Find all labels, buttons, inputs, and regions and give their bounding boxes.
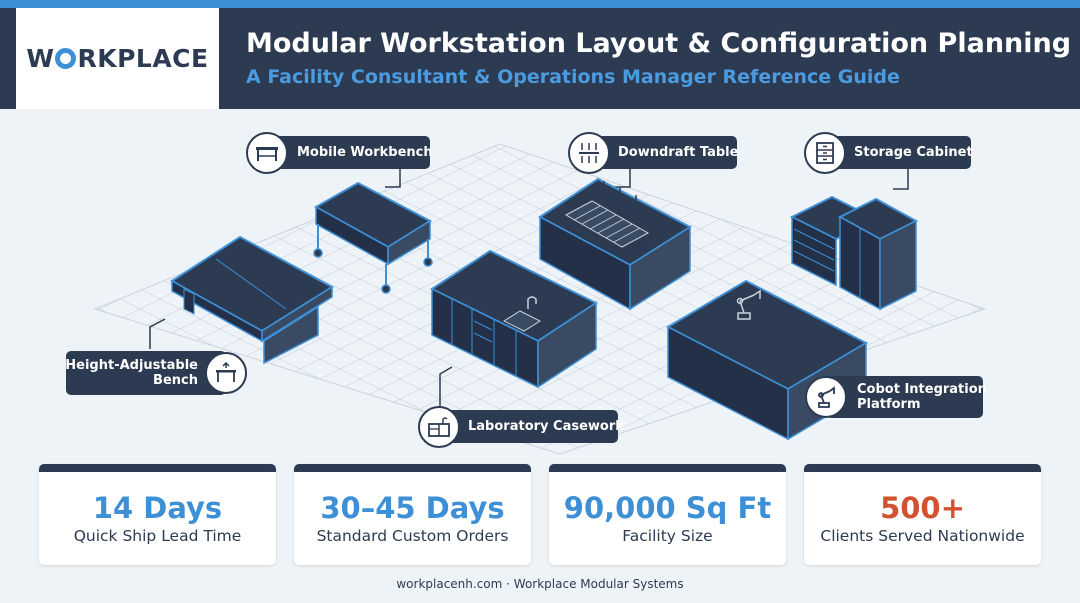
stat-card-clients: 500+ Clients Served Nationwide (804, 464, 1041, 565)
connector-adjustable-bench (149, 318, 166, 349)
casework-icon (418, 405, 460, 448)
callout-laboratory-casework: Laboratory Casework (418, 405, 624, 448)
workstation-diagram: Mobile Workbench Downdraft Table Storage… (0, 109, 1080, 463)
logo: W RKPLACE (16, 8, 219, 109)
workbench-icon (246, 131, 288, 174)
logo-prefix: W (26, 44, 55, 73)
footer-credit: workplacenh.com · Workplace Modular Syst… (396, 577, 684, 591)
isometric-floor-plan (93, 143, 987, 455)
storage-cabinet (789, 195, 919, 311)
stat-card-quick-ship: 14 Days Quick Ship Lead Time (39, 464, 276, 565)
page-subtitle: A Facility Consultant & Operations Manag… (246, 66, 900, 88)
stat-label: Facility Size (622, 527, 713, 545)
mobile-workbench (313, 181, 433, 294)
stat-label: Standard Custom Orders (316, 527, 509, 545)
stat-card-custom-orders: 30–45 Days Standard Custom Orders (294, 464, 531, 565)
callout-cobot-platform: Cobot Integration Platform (805, 376, 987, 418)
cabinet-icon (804, 131, 846, 174)
callout-label-line1: Height-Adjustable (65, 358, 198, 373)
header-banner: W RKPLACE Modular Workstation Layout & Co… (0, 8, 1080, 109)
stat-card-bar (39, 464, 276, 472)
callout-label-line2: Platform (857, 397, 921, 412)
stat-card-facility-size: 90,000 Sq Ft Facility Size (549, 464, 786, 565)
stat-value: 30–45 Days (320, 491, 505, 525)
stat-value: 14 Days (92, 491, 223, 525)
downdraft-table (538, 177, 693, 311)
stat-label: Clients Served Nationwide (820, 527, 1025, 545)
callout-mobile-workbench: Mobile Workbench (246, 131, 433, 174)
callout-label: Storage Cabinet (854, 145, 973, 160)
connector-casework (439, 366, 453, 407)
laboratory-casework (429, 249, 599, 389)
stat-card-bar (549, 464, 786, 472)
connector-storage (893, 169, 909, 190)
robot-arm-icon (805, 376, 847, 418)
callout-label-line2: Bench (153, 373, 198, 388)
page-title: Modular Workstation Layout & Configurati… (246, 28, 1072, 59)
callout-downdraft-table: Downdraft Table (568, 131, 739, 174)
connector-mobile-workbench (385, 169, 401, 188)
logo-ring-icon (55, 48, 77, 69)
stat-value: 90,000 Sq Ft (563, 491, 772, 525)
callout-label-line1: Cobot Integration (857, 382, 987, 397)
stat-card-bar (294, 464, 531, 472)
height-adjustable-bench (170, 235, 334, 365)
adjustable-bench-icon (205, 352, 247, 394)
callout-label: Laboratory Casework (468, 419, 624, 434)
stat-label: Quick Ship Lead Time (73, 527, 242, 545)
stat-card-bar (804, 464, 1041, 472)
callout-height-adjustable-bench: Height-Adjustable Bench (65, 351, 247, 395)
top-accent-stripe (0, 0, 1080, 8)
downdraft-icon (568, 131, 610, 174)
logo-wordmark: W RKPLACE (26, 44, 208, 73)
callout-label: Downdraft Table (618, 145, 739, 160)
callout-label: Mobile Workbench (297, 145, 433, 160)
logo-suffix: RKPLACE (77, 44, 209, 73)
callout-storage-cabinet: Storage Cabinet (804, 131, 973, 174)
stat-value: 500+ (880, 491, 965, 525)
stats-row: 14 Days Quick Ship Lead Time 30–45 Days … (0, 463, 1080, 567)
